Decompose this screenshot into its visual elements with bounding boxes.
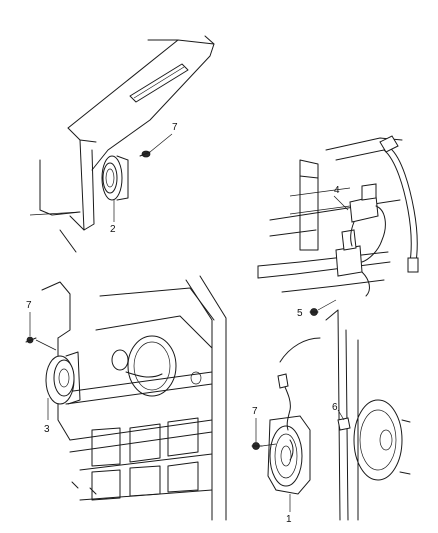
clip-6 bbox=[337, 417, 351, 431]
leader-7-top bbox=[149, 133, 173, 153]
callout-1: 1 bbox=[286, 514, 292, 525]
speaker-1-connector bbox=[277, 373, 289, 389]
speaker-1 bbox=[267, 379, 311, 495]
screw-7-top bbox=[139, 150, 151, 158]
screw-5 bbox=[309, 308, 319, 316]
callout-5: 5 bbox=[297, 308, 303, 319]
leader-7-right bbox=[261, 443, 277, 447]
wiring-harness bbox=[379, 135, 419, 273]
leader-7-left-b bbox=[35, 339, 57, 351]
leader-5 bbox=[317, 299, 337, 311]
door-frame-upper-right bbox=[257, 137, 403, 293]
callout-4: 4 bbox=[334, 185, 340, 196]
pillar-trim-assembly bbox=[29, 35, 215, 253]
leader-4 bbox=[333, 195, 349, 211]
screw-7-right bbox=[251, 442, 263, 450]
speaker-2 bbox=[101, 155, 129, 201]
callout-3: 3 bbox=[44, 424, 50, 435]
callout-7-top: 7 bbox=[172, 122, 178, 133]
screw-7-left bbox=[25, 336, 37, 344]
callout-7-left: 7 bbox=[26, 300, 32, 311]
speaker-3 bbox=[45, 351, 81, 405]
callout-6: 6 bbox=[332, 402, 338, 413]
callout-7-right: 7 bbox=[252, 406, 258, 417]
electrical-module-4 bbox=[335, 183, 386, 297]
leader-6 bbox=[337, 409, 345, 421]
callout-2: 2 bbox=[110, 224, 116, 235]
